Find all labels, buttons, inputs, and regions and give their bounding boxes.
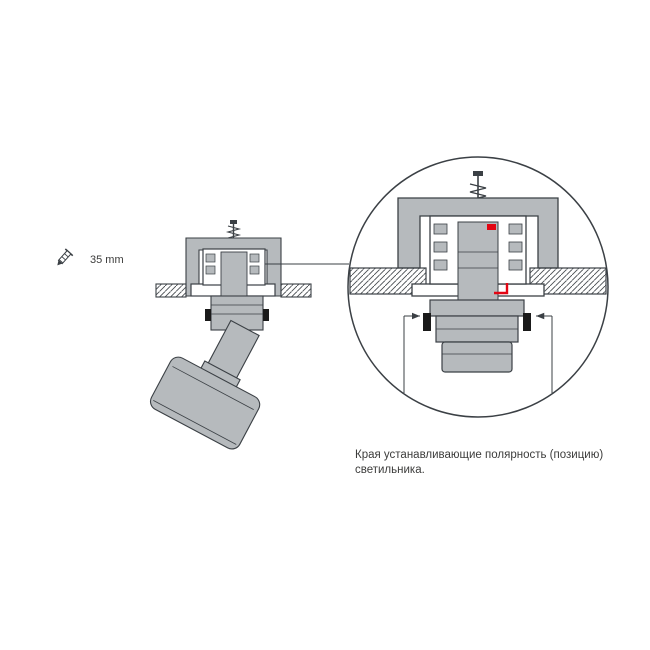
dimension-text: 35 mm <box>90 254 124 266</box>
ceiling-section-left-detail <box>349 267 427 295</box>
detail-circle-outline <box>347 156 609 418</box>
dimension-label-group: 35 mm <box>57 248 124 266</box>
spotlight-head <box>149 356 261 450</box>
ceiling-section-left-small <box>155 283 187 298</box>
spotlight-body <box>149 319 261 450</box>
luminaire-adapter-detail <box>423 299 531 373</box>
ceiling-section-right-small <box>280 283 312 298</box>
caption-line-1: Края устанавливающие полярность (позицию… <box>355 449 604 461</box>
polarity-tab-right-small <box>263 309 269 321</box>
polarity-tab-right-detail <box>523 313 531 331</box>
polarity-tab-left-small <box>205 309 211 321</box>
track-profile-small <box>190 248 276 297</box>
detail-view <box>347 156 609 418</box>
caption-line-2: светильника. <box>355 463 425 476</box>
screw-icon <box>57 248 74 266</box>
caption: Края устанавливающие полярность (позицию… <box>355 448 607 478</box>
polarity-tab-left-detail <box>423 313 431 331</box>
installation-view <box>149 220 312 450</box>
track-profile-detail <box>411 215 545 301</box>
polarity-mark-top-red <box>487 224 496 230</box>
edge-pointer-lines <box>403 312 553 393</box>
polarity-mark-bottom-red <box>494 283 509 295</box>
